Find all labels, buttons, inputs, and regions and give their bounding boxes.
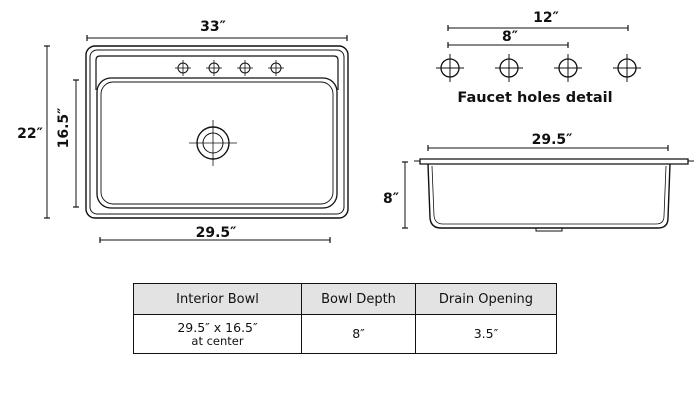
spec-table-header-row: Interior Bowl Bowl Depth Drain Opening	[133, 283, 557, 315]
bowl-width-label: 29.5″	[196, 225, 237, 241]
overall-width-dimension: 33″	[86, 19, 348, 41]
cell-interior-bowl: 29.5″ x 16.5″ at center	[133, 314, 302, 354]
side-bowl-inner-profile	[431, 165, 667, 225]
sink-top-view: 33″ 22″ 16.5″ 29.5″	[17, 19, 349, 243]
interior-bowl-value: 29.5″ x 16.5″	[177, 320, 258, 336]
bowl-depth-dimension: 16.5″	[56, 79, 79, 208]
side-bowl-profile	[427, 163, 671, 229]
sink-bowl-inner-outline	[100, 81, 334, 205]
side-depth-label: 8″	[383, 191, 399, 207]
faucet-hole-detail	[436, 54, 464, 82]
faucet-hole	[175, 60, 191, 76]
faucet-hole-detail	[613, 54, 641, 82]
drain	[189, 120, 237, 166]
narrow-spread-dimension: 8″	[447, 29, 569, 48]
sink-inner-rim	[89, 49, 345, 215]
spec-table-row: 29.5″ x 16.5″ at center 8″ 3.5″	[133, 314, 557, 354]
faucet-hole-detail	[495, 54, 523, 82]
cell-bowl-depth: 8″	[301, 314, 416, 354]
side-width-dimension: 29.5″	[427, 132, 669, 151]
faucet-holes-detail: 12″ 8″ Faucet holes detail	[436, 10, 641, 106]
faucet-hole	[268, 60, 284, 76]
side-depth-dimension: 8″	[383, 161, 408, 229]
side-flange	[419, 158, 689, 165]
overall-width-label: 33″	[200, 19, 226, 35]
overall-depth-dimension: 22″	[17, 45, 50, 219]
header-bowl-depth: Bowl Depth	[301, 283, 416, 315]
wide-spread-label: 12″	[533, 10, 559, 26]
faucet-hole	[206, 60, 222, 76]
cell-drain-opening: 3.5″	[415, 314, 557, 354]
faucet-deck	[95, 55, 339, 90]
side-width-label: 29.5″	[532, 132, 573, 148]
side-drain	[535, 227, 563, 232]
faucet-hole	[237, 60, 253, 76]
narrow-spread-label: 8″	[502, 29, 518, 45]
sink-outer-rim	[85, 45, 349, 219]
wide-spread-dimension: 12″	[447, 10, 629, 31]
interior-bowl-note: at center	[191, 333, 244, 348]
spec-table: Interior Bowl Bowl Depth Drain Opening 2…	[133, 283, 557, 354]
sink-side-view: 29.5″ 8″	[383, 132, 694, 232]
header-interior-bowl: Interior Bowl	[133, 283, 302, 315]
bowl-width-dimension: 29.5″	[99, 225, 331, 243]
sink-bowl-outline	[96, 77, 338, 209]
overall-depth-label: 22″	[17, 126, 43, 142]
faucet-hole-detail	[554, 54, 582, 82]
faucet-detail-caption: Faucet holes detail	[457, 90, 612, 106]
bowl-depth-label: 16.5″	[56, 108, 72, 149]
header-drain-opening: Drain Opening	[415, 283, 557, 315]
